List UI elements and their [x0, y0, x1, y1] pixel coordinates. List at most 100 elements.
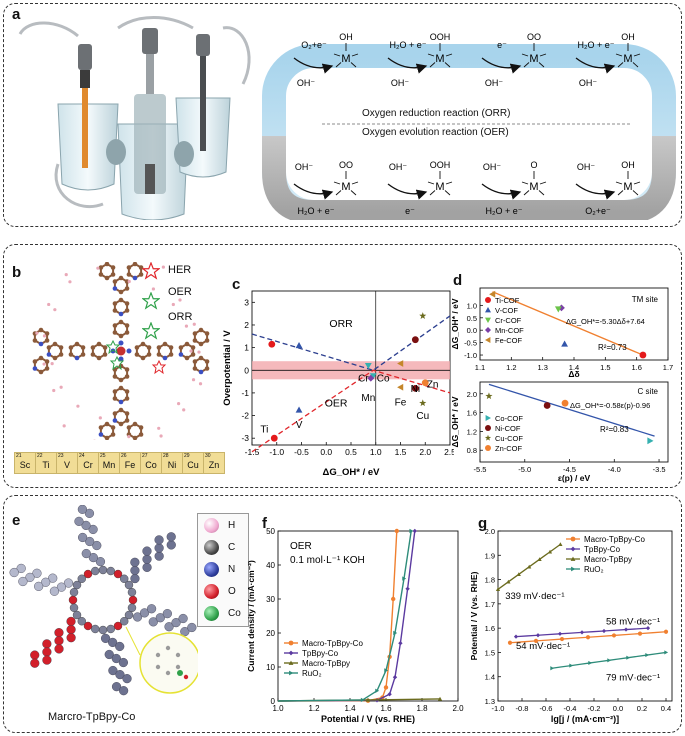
- y-tick-label: 1.7: [485, 600, 495, 609]
- metal-center: M: [341, 53, 350, 65]
- atom: [118, 275, 124, 281]
- panel-label-b: b: [12, 264, 22, 281]
- oer-title: Oxygen evolution reaction (OER): [362, 127, 509, 138]
- bond: [429, 62, 436, 68]
- atom-sphere: [130, 573, 140, 584]
- atom: [198, 327, 204, 333]
- atom-sphere: [154, 535, 164, 545]
- x-axis-label: ΔG_OH* / eV: [323, 467, 381, 478]
- y-tick-label: 40: [266, 561, 275, 570]
- atom: [190, 352, 196, 357]
- y-axis-label: Overpotential / V: [222, 330, 233, 406]
- data-point: [507, 640, 513, 645]
- x-axis-label: lg[j / (mA·cm⁻²)]: [551, 714, 619, 724]
- data-point: [437, 696, 443, 701]
- panel-label-f: f: [262, 515, 267, 532]
- atom-sphere: [42, 655, 52, 665]
- data-point: [533, 638, 539, 643]
- atom-sphere: [171, 618, 181, 628]
- fit-line: [492, 291, 644, 356]
- atom: [124, 389, 130, 394]
- ligand-label: OO: [339, 160, 353, 170]
- atom-sphere: [120, 574, 129, 583]
- atom: [118, 311, 124, 317]
- atom: [44, 359, 50, 364]
- data-point: [535, 633, 541, 638]
- atom: [178, 298, 182, 302]
- atom: [124, 367, 130, 372]
- atom: [80, 352, 86, 357]
- atom: [151, 287, 156, 291]
- x-tick-label: 1.3: [537, 363, 547, 372]
- legend-marker: [289, 670, 294, 676]
- data-point: [647, 437, 654, 445]
- atom: [112, 308, 118, 313]
- atom-sphere: [81, 520, 91, 531]
- ligand-label: OOH: [430, 32, 451, 42]
- point-label: Co: [377, 374, 390, 385]
- data-point: [561, 399, 569, 407]
- data-point: [585, 635, 591, 640]
- atom-sphere: [69, 588, 79, 597]
- atom: [192, 331, 198, 336]
- atom-sphere: [108, 637, 118, 648]
- atom: [134, 352, 140, 357]
- data-point: [402, 576, 407, 581]
- bond: [351, 53, 359, 57]
- metal-center: M: [529, 181, 538, 193]
- y-tick-label: 2.0: [485, 527, 495, 536]
- atom: [198, 341, 204, 347]
- atom-sphere: [164, 622, 174, 632]
- atom: [198, 382, 203, 386]
- bond: [335, 62, 342, 68]
- atom: [46, 352, 52, 357]
- legend-label: RuO₂: [302, 669, 322, 678]
- atom: [104, 435, 110, 440]
- data-point: [561, 340, 568, 347]
- atom: [80, 345, 86, 350]
- atom: [52, 388, 56, 393]
- atom: [204, 331, 210, 336]
- product-label: H₂O + e⁻: [485, 206, 522, 216]
- annotation-line: 0.1 mol·L⁻¹ KOH: [290, 555, 365, 566]
- atom-sphere: [74, 516, 84, 526]
- point-label: Zn: [427, 379, 439, 390]
- electrochemical-cell-illustration: [18, 16, 251, 220]
- atom: [74, 341, 80, 347]
- reaction-arrow: [481, 183, 522, 200]
- y-axis-label: Potential / V (vs. RHE): [470, 571, 479, 660]
- data-point: [623, 627, 629, 632]
- data-point: [557, 631, 563, 636]
- metal-atom: [116, 346, 126, 356]
- point-label: Ti: [260, 425, 268, 436]
- data-point: [601, 628, 607, 634]
- bond: [617, 62, 624, 68]
- atom: [124, 374, 130, 379]
- x-tick-label: 1.6: [380, 704, 392, 713]
- tafel-slope-label: 79 mV·dec⁻¹: [606, 672, 660, 683]
- bond: [445, 53, 453, 57]
- orr-title: Oxygen reduction reaction (ORR): [362, 108, 511, 119]
- atom-sphere: [166, 540, 176, 550]
- atom: [68, 345, 74, 350]
- x-axis-label: ε(p) / eV: [558, 473, 591, 483]
- ligand-label: OH: [621, 160, 635, 170]
- atom: [52, 341, 58, 347]
- atom-sphere: [166, 532, 176, 542]
- y-tick-label: 2.0: [467, 390, 477, 399]
- reactant-label: OH⁻: [577, 162, 596, 172]
- x-tick-label: 0.0: [320, 447, 332, 457]
- atom-sphere: [187, 622, 197, 633]
- atom-sphere: [98, 565, 108, 575]
- tafel-slope-label: 58 mV·dec⁻¹: [606, 617, 660, 628]
- atom-ball-icon: [204, 517, 219, 533]
- atom: [58, 345, 64, 350]
- atom-sphere: [162, 609, 172, 619]
- atom: [132, 262, 138, 267]
- data-point: [270, 434, 278, 442]
